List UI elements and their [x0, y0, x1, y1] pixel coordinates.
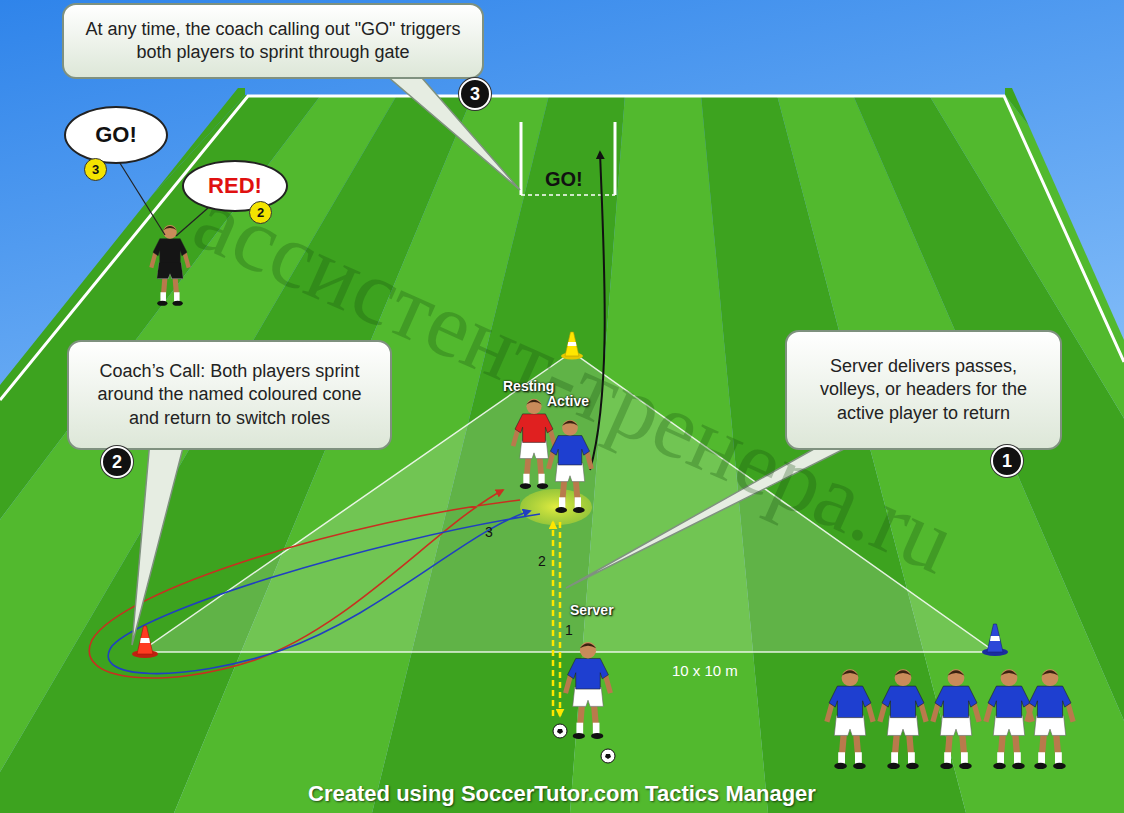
credit-caption: Created using SoccerTutor.com Tactics Ma… [0, 781, 1124, 807]
waiting-player [880, 669, 926, 769]
illustration-part [140, 638, 150, 643]
speech-bubble: RED! [182, 160, 288, 212]
coach-shorts [157, 263, 183, 279]
instruction-callout: Coach’s Call: Both players sprint around… [67, 340, 392, 450]
sequence-number: 2 [538, 553, 546, 569]
coach-figure [151, 225, 188, 306]
node-text: 2 [257, 205, 264, 220]
speech-bubble: GO! [64, 106, 168, 164]
dimension-label: 10 x 10 m [672, 662, 738, 679]
ball [601, 749, 615, 763]
illustration-part [137, 626, 153, 654]
run-path [108, 511, 540, 674]
callout-tail [380, 70, 520, 190]
node-text: 2 [112, 452, 122, 473]
node-text: 3 [470, 84, 480, 105]
server-player [566, 642, 611, 739]
speech-pointer [118, 160, 165, 235]
gate-post [520, 122, 523, 195]
callout-number: 2 [101, 446, 133, 478]
coach [151, 225, 188, 306]
waiting-player [933, 669, 979, 769]
waiting-player [827, 669, 873, 769]
player-label: Resting [503, 378, 554, 394]
sequence-number: 1 [565, 622, 573, 638]
ball [553, 724, 567, 738]
node-text: Server delivers passes, volleys, or head… [799, 355, 1048, 425]
callout-number: 3 [459, 78, 491, 110]
gate-post [614, 122, 617, 195]
pass-line [559, 522, 562, 716]
player-label: Active [547, 393, 589, 409]
instruction-callout: Server delivers passes, volleys, or head… [785, 330, 1062, 450]
node-text: 3 [92, 162, 99, 177]
player-label: Server [570, 602, 614, 618]
node-text: At any time, the coach calling out "GO" … [76, 18, 470, 65]
node-text: 1 [1002, 451, 1012, 472]
blue-cone [982, 624, 1008, 656]
node-text: GO! [95, 122, 137, 148]
instruction-callout: At any time, the coach calling out "GO" … [62, 3, 484, 79]
node-text: Coach’s Call: Both players sprint around… [81, 360, 378, 430]
illustration-part [990, 636, 1000, 641]
callout-tail [132, 440, 185, 645]
callout-number: 3 [84, 158, 107, 181]
gate-label: GO! [545, 168, 583, 191]
pass-line [552, 522, 555, 716]
pitch-stripe [929, 95, 1124, 813]
pitch [0, 88, 1124, 813]
sequence-number: 3 [485, 524, 493, 540]
callout-number: 1 [991, 445, 1023, 477]
pitch-stripe [853, 95, 1124, 813]
illustration-part [987, 624, 1003, 652]
node-text: RED! [208, 173, 262, 199]
active-zone [520, 489, 592, 525]
callout-number: 2 [249, 201, 272, 224]
waiting-player [1027, 669, 1073, 769]
